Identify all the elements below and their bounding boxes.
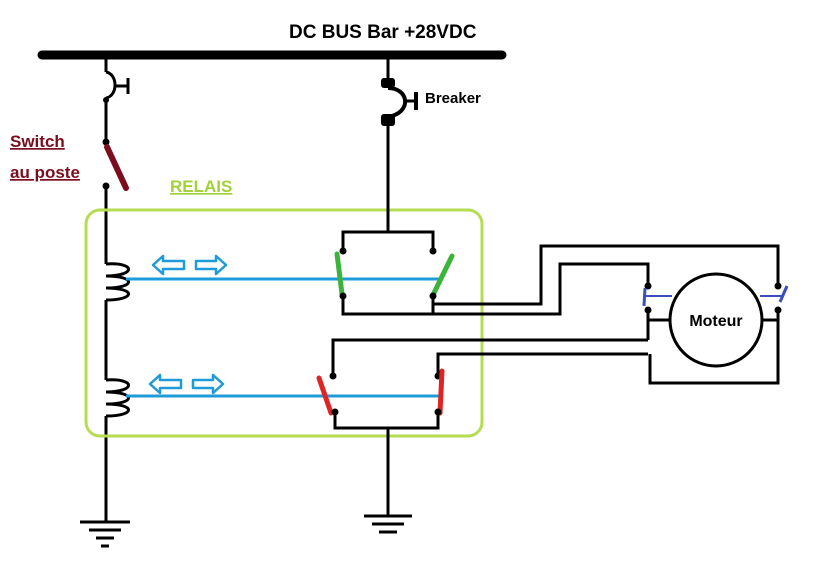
motor-contact-left: [642, 287, 647, 307]
motor-feed-wire-a: [433, 244, 780, 306]
bus-label: DC BUS Bar +28VDC: [289, 22, 477, 43]
lower-contact-frame-bottom: [333, 412, 440, 430]
breaker-symbol: [381, 78, 418, 126]
lower-contact-frame-top-right: [436, 352, 648, 374]
arrow-left-icon: [148, 373, 183, 395]
motor-contact-right: [778, 285, 789, 303]
upper-contact-right: [430, 253, 455, 298]
coil-lower: [105, 378, 130, 418]
arrow-right-icon: [194, 254, 228, 276]
ground-symbol-left: [80, 520, 130, 548]
relay-box: [84, 208, 484, 438]
relay-label: RELAIS: [170, 177, 232, 196]
lower-contact-left: [316, 375, 334, 416]
arrow-right-icon: [191, 373, 225, 395]
lower-contact-right: [437, 368, 445, 416]
motor-left-terminal-wire: [646, 310, 670, 322]
motor-feed-wire-b: [433, 262, 650, 316]
breaker-label: Breaker: [425, 90, 481, 107]
lower-contact-frame-top-left: [331, 338, 648, 374]
switch-au-poste-lever: [104, 144, 129, 191]
motor-label: Moteur: [689, 313, 742, 330]
upper-contact-frame-bottom: [341, 296, 435, 316]
upper-contact-left: [334, 251, 345, 297]
upper-contact-frame-top: [341, 230, 435, 250]
switch-label-line1: Switch: [10, 132, 65, 151]
ground-symbol-right: [364, 514, 412, 534]
switch-label-line2: au poste: [10, 163, 80, 182]
pushbutton-symbol: [103, 55, 130, 103]
arrow-left-icon: [151, 254, 186, 276]
coil-upper: [105, 262, 130, 302]
motor-return-wire: [648, 320, 780, 385]
